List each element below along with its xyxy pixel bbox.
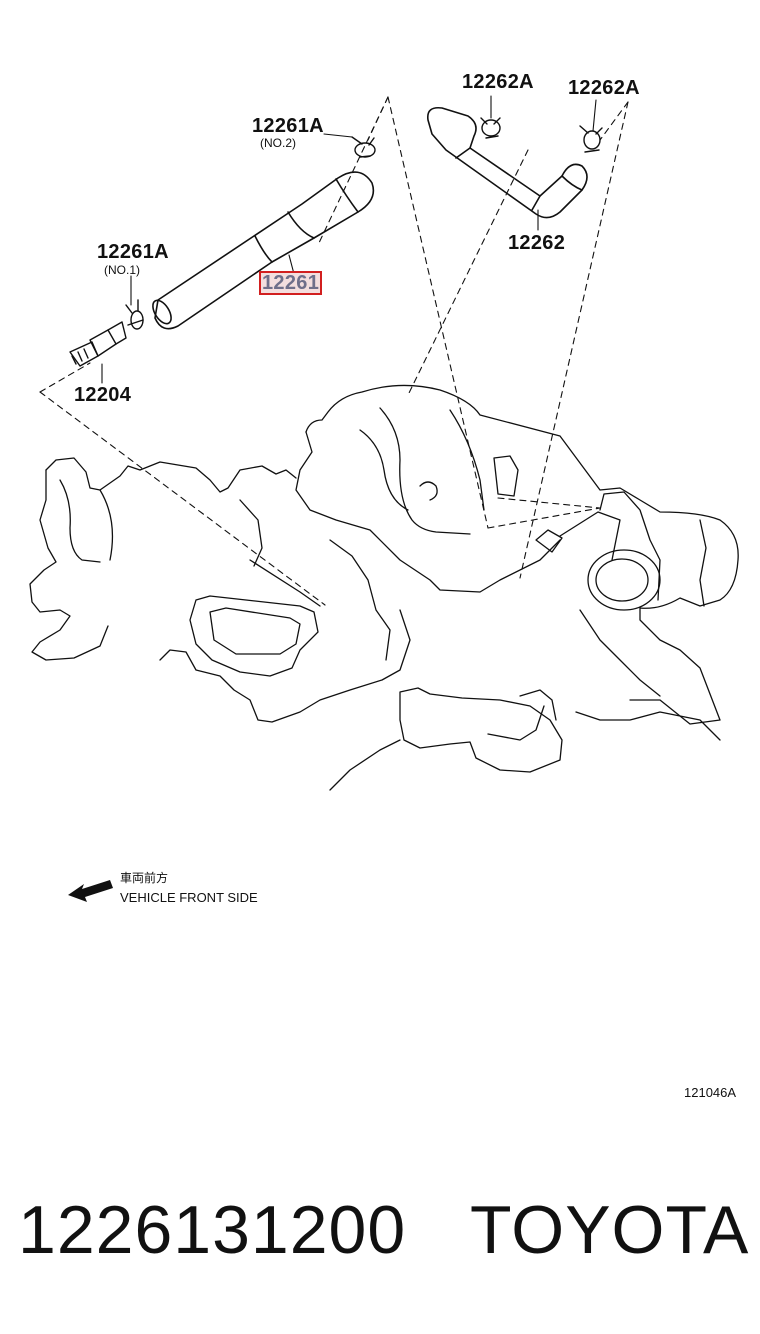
pcv-hose-12261 xyxy=(152,171,375,330)
figure-reference: 121046A xyxy=(684,1085,737,1100)
label-12262a-right: 12262A xyxy=(568,77,640,99)
label-12262a-left: 12262A xyxy=(462,71,534,93)
clamp-12261a-no2 xyxy=(351,136,376,158)
clamp-12261a-no1 xyxy=(125,299,144,330)
label-12261a-no2-note: (NO.2) xyxy=(260,136,296,150)
label-leaders xyxy=(101,95,597,384)
label-12262: 12262 xyxy=(508,232,566,254)
label-12261a-no2: 12261A xyxy=(252,115,324,137)
dashed-leader-lines xyxy=(39,96,629,606)
vehicle-front-label-en: VEHICLE FRONT SIDE xyxy=(120,890,258,905)
footer-brand: TOYOTA xyxy=(470,1192,750,1268)
vehicle-front-arrow-icon xyxy=(68,880,113,902)
vehicle-front-label-jp: 車両前方 xyxy=(120,871,169,885)
label-12261a-no1: 12261A xyxy=(97,241,169,263)
footer-part-number: 1226131200 xyxy=(18,1192,407,1268)
pcv-valve-12204 xyxy=(69,321,127,367)
hose-12262 xyxy=(426,106,588,219)
label-12261-highlighted[interactable]: 12261 xyxy=(258,271,323,295)
clamp-12262a-left xyxy=(480,117,501,139)
clamp-12262a-right xyxy=(579,125,603,153)
label-12261a-no1-note: (NO.1) xyxy=(104,263,140,277)
label-12204: 12204 xyxy=(74,384,132,406)
engine-outline xyxy=(29,384,739,791)
